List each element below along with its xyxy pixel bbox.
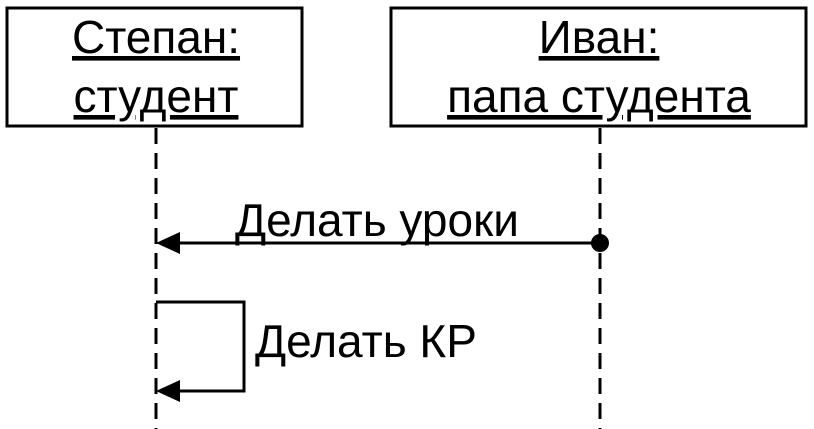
participant-role-stepan: студент <box>74 70 239 122</box>
participant-box-stepan <box>5 6 304 128</box>
participant-role-ivan: папа студента <box>447 70 751 122</box>
participant-name-ivan: Иван: <box>539 11 660 63</box>
arrow-head-do-kr <box>156 380 180 402</box>
participant-name-stepan: Степан: <box>72 11 240 63</box>
found-message-dot <box>591 234 609 252</box>
arrow-head-do-homework <box>156 232 180 254</box>
message-label-do-homework: Делать уроки <box>235 194 519 246</box>
message-line-do-kr <box>156 300 246 393</box>
message-do-kr: Делать КР <box>156 300 477 402</box>
message-do-homework: Делать уроки <box>156 194 609 254</box>
message-label-do-kr: Делать КР <box>255 315 477 367</box>
participant-box-ivan <box>389 6 808 128</box>
participant-ivan: Иван: папа студента <box>389 6 808 128</box>
participant-stepan: Степан: студент <box>5 6 304 128</box>
